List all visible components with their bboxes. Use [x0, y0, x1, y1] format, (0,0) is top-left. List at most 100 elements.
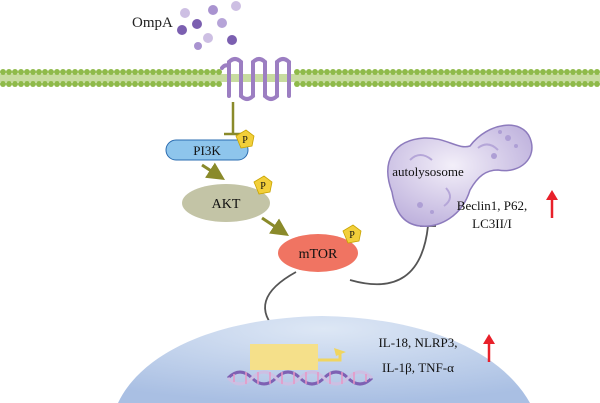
lipid-head: [294, 69, 300, 75]
lipid-head: [594, 69, 600, 75]
lipid-head: [318, 69, 324, 75]
lipid-head: [24, 81, 30, 87]
pi3k-to-akt-arrow: [201, 162, 226, 180]
lipid-head: [474, 69, 480, 75]
lipid-head: [72, 69, 78, 75]
lipid-head: [432, 69, 438, 75]
lipid-head: [516, 69, 522, 75]
lipid-head: [138, 69, 144, 75]
lipid-head: [48, 69, 54, 75]
lipid-head: [324, 81, 330, 87]
lipid-head: [414, 69, 420, 75]
lipid-head: [372, 81, 378, 87]
akt-to-mtor-arrow: [261, 216, 289, 236]
lipid-head: [420, 81, 426, 87]
lipid-head: [456, 81, 462, 87]
inflammation-up-arrow: [483, 334, 495, 362]
lipid-head: [180, 81, 186, 87]
lipid-head: [18, 81, 24, 87]
lipid-head: [168, 81, 174, 87]
lipid-head: [486, 69, 492, 75]
lipid-head: [384, 69, 390, 75]
lipid-head: [498, 69, 504, 75]
lipid-head: [306, 81, 312, 87]
cell-membrane: [0, 69, 600, 87]
lipid-head: [108, 81, 114, 87]
lipid-head: [30, 69, 36, 75]
lipid-head: [498, 81, 504, 87]
lipid-head: [510, 81, 516, 87]
lipid-head: [162, 69, 168, 75]
svg-text:P: P: [349, 230, 355, 241]
lipid-head: [0, 81, 6, 87]
lipid-head: [378, 81, 384, 87]
lipid-head: [378, 69, 384, 75]
lipid-head: [138, 81, 144, 87]
lipid-head: [126, 81, 132, 87]
autolysosome-label: autolysosome: [392, 164, 464, 179]
lipid-head: [492, 69, 498, 75]
lipid-head: [42, 81, 48, 87]
lipid-head: [348, 81, 354, 87]
lipid-head: [0, 69, 6, 75]
akt-node: AKT P: [182, 175, 273, 222]
lipid-head: [102, 81, 108, 87]
autolysosome: autolysosome: [387, 124, 533, 227]
lipid-head: [96, 81, 102, 87]
lipid-head: [468, 81, 474, 87]
autophagy-markers-line1: Beclin1, P62,: [457, 198, 527, 213]
lipid-head: [96, 69, 102, 75]
lipid-head: [54, 81, 60, 87]
lipid-head: [336, 81, 342, 87]
akt-phospho-badge: P: [253, 175, 273, 195]
lipid-head: [144, 81, 150, 87]
lipid-head: [204, 81, 210, 87]
lipid-head: [462, 81, 468, 87]
lipid-head: [330, 81, 336, 87]
lipid-head: [216, 81, 222, 87]
lipid-head: [132, 81, 138, 87]
lipid-head: [54, 69, 60, 75]
lipid-head: [36, 81, 42, 87]
lipid-head: [30, 81, 36, 87]
lipid-head: [450, 69, 456, 75]
pi3k-phospho-badge: P: [235, 129, 255, 149]
lipid-head: [18, 69, 24, 75]
lipid-head: [552, 81, 558, 87]
lipid-head: [588, 69, 594, 75]
lipid-head: [438, 69, 444, 75]
lipid-head: [114, 81, 120, 87]
lipid-head: [210, 81, 216, 87]
lipid-head: [306, 69, 312, 75]
lipid-head: [312, 81, 318, 87]
lipid-head: [204, 69, 210, 75]
lipid-head: [444, 81, 450, 87]
lipid-head: [486, 81, 492, 87]
lipid-head: [384, 81, 390, 87]
lipid-head: [156, 81, 162, 87]
lipid-head: [522, 69, 528, 75]
lipid-head: [564, 69, 570, 75]
lipid-head: [156, 69, 162, 75]
lipid-head: [318, 81, 324, 87]
lipid-head: [528, 81, 534, 87]
lipid-head: [150, 81, 156, 87]
lipid-head: [90, 69, 96, 75]
lipid-head: [540, 81, 546, 87]
lipid-head: [150, 69, 156, 75]
ompa-molecules: [177, 1, 241, 50]
lipid-head: [522, 81, 528, 87]
lipid-head: [48, 81, 54, 87]
lipid-head: [516, 81, 522, 87]
autophagy-up-arrow: [546, 190, 558, 218]
lipid-head: [444, 69, 450, 75]
lipid-head: [534, 69, 540, 75]
lipid-head: [348, 69, 354, 75]
lipid-head: [408, 81, 414, 87]
lipid-head: [558, 81, 564, 87]
autophagy-markers-line2: LC3II/I: [472, 216, 512, 231]
svg-text:P: P: [260, 181, 266, 192]
lipid-head: [390, 81, 396, 87]
lipid-head: [582, 81, 588, 87]
